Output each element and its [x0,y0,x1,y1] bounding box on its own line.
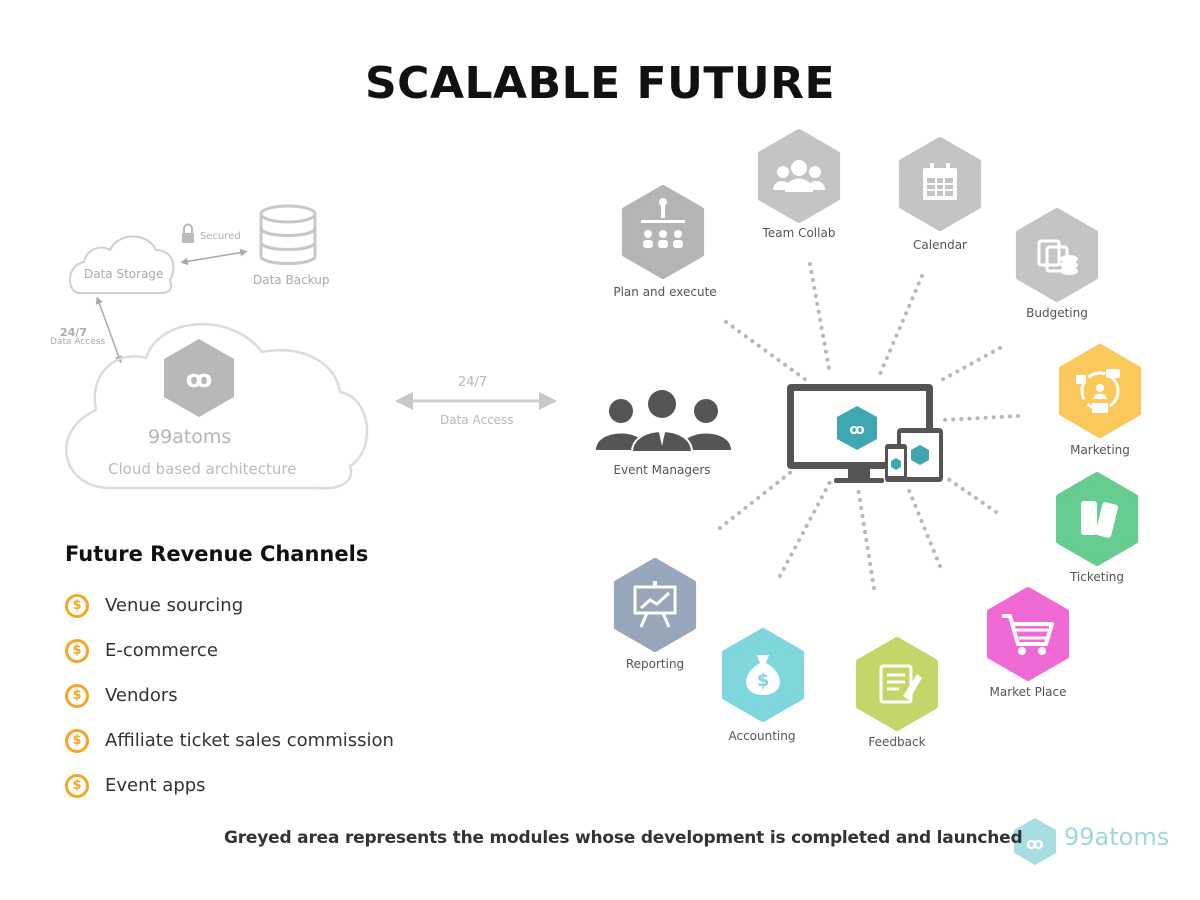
database-icon [259,204,317,265]
revenue-channels-list: $ Venue sourcing $ E-commerce $ Vendors … [65,583,394,808]
atoms-logo-icon: ꝏ [164,339,234,417]
cloud-architecture-label: Cloud based architecture [108,460,297,478]
access-sub-label: Data Access [50,337,106,347]
access-247-label: 24/7 [60,326,87,339]
module-plan-and-execute [621,185,705,279]
data-backup-label: Data Backup [253,273,330,287]
ticket-icon [1081,501,1118,538]
module-marketing [1058,344,1142,438]
secured-arrow [180,248,248,266]
module-ticketing [1055,472,1139,566]
footer-note: Greyed area represents the modules whose… [224,828,1023,848]
module-label-feedback: Feedback [868,735,926,749]
dollar-coin-icon: $ [65,728,89,753]
module-hexagon [855,637,939,731]
module-label-calendar: Calendar [913,238,967,252]
page-title: SCALABLE FUTURE [364,58,836,109]
coins-icon [1037,239,1078,275]
svg-text:ꝏ: ꝏ [186,365,213,393]
channel-label: Vendors [105,685,178,706]
cloud-architecture-icon [65,322,369,490]
module-label-marketing: Marketing [1070,443,1130,457]
presentation-people-icon [641,198,685,248]
module-hexagon [1015,208,1099,302]
secured-label: Secured [200,231,241,242]
devices-icon: ꝏ [787,384,943,483]
module-calendar [898,137,982,231]
list-item: $ Affiliate ticket sales commission [65,718,394,763]
event-managers-label: Event Managers [613,463,711,477]
cloud-brand-label: 99atoms [148,426,232,448]
team-icon [773,160,825,192]
list-item: $ Event apps [65,763,394,808]
module-label-budgeting: Budgeting [1026,306,1088,320]
channel-label: Affiliate ticket sales commission [105,730,394,751]
channel-label: Event apps [105,775,206,796]
lock-icon [182,223,194,243]
module-label-plan: Plan and execute [613,285,717,299]
marketing-icon [1076,369,1120,413]
module-label-accounting: Accounting [728,729,796,743]
revenue-channels-heading: Future Revenue Channels [65,542,369,566]
module-accounting: $ [721,628,805,722]
svg-text:$: $ [757,670,770,691]
channel-label: E-commerce [105,640,218,661]
access-arrow [95,296,123,364]
svg-text:ꝏ: ꝏ [1026,834,1044,853]
dollar-coin-icon: $ [65,773,89,798]
money-bag-icon: $ [746,655,780,695]
dollar-coin-icon: $ [65,683,89,708]
feedback-icon [879,664,922,704]
calendar-icon [923,163,957,200]
connector-spokes [718,262,1020,590]
cart-icon [1002,614,1054,655]
module-label-team-collab: Team Collab [762,226,836,240]
module-label-market-place: Market Place [989,685,1067,699]
list-item: $ Vendors [65,673,394,718]
arrow-data-access-label: Data Access [440,413,514,427]
dollar-coin-icon: $ [65,593,89,618]
footer-logo-icon: ꝏ [1014,818,1056,865]
list-item: $ E-commerce [65,628,394,673]
module-label-ticketing: Ticketing [1069,570,1125,584]
data-storage-cloud-icon [69,235,175,294]
svg-text:ꝏ: ꝏ [849,422,864,438]
module-hexagon [986,587,1070,681]
dollar-coin-icon: $ [65,638,89,663]
channel-label: Venue sourcing [105,595,244,616]
module-label-reporting: Reporting [625,657,685,671]
chart-board-icon [633,581,677,628]
footer-brand: 99atoms [1064,823,1170,851]
data-storage-label: Data Storage [84,267,164,281]
module-budgeting [1015,208,1099,302]
event-managers-icon [596,390,731,453]
module-reporting [613,558,697,652]
module-feedback [855,637,939,731]
module-team-collab [757,129,841,223]
module-hexagon [613,558,697,652]
module-market-place [986,587,1070,681]
arrow-247-label: 24/7 [458,375,488,390]
list-item: $ Venue sourcing [65,583,394,628]
